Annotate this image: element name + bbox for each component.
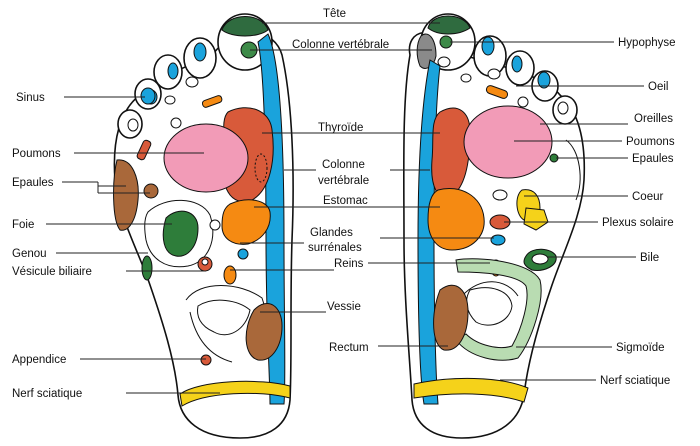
label-epaules-left: Epaules (12, 177, 54, 189)
left-lungs (163, 123, 249, 193)
label-tete: Tête (323, 8, 346, 20)
right-intestine-2 (461, 281, 519, 297)
right-toe-oval-b (460, 73, 472, 83)
label-vessie: Vessie (327, 301, 361, 313)
label-oreilles: Oreilles (634, 113, 673, 125)
label-appendice: Appendice (12, 354, 66, 366)
label-sigmoide: Sigmoïde (616, 342, 665, 354)
label-vesicule: Vésicule biliaire (12, 266, 92, 278)
left-red-bar (136, 139, 152, 161)
left-sciatic (179, 380, 291, 407)
right-shoulder-outline (565, 139, 581, 201)
label-reins: Reins (334, 258, 364, 270)
label-glandes-a: Glandes (310, 227, 353, 239)
left-sinus-2 (167, 62, 179, 80)
right-head-zone (427, 15, 471, 35)
left-stomach (221, 199, 271, 245)
label-hypophyse: Hypophyse (618, 37, 676, 49)
label-nerf-right: Nerf sciatique (600, 375, 670, 387)
label-rectum: Rectum (329, 342, 369, 354)
left-head-zone (221, 16, 269, 37)
right-foot (402, 13, 586, 439)
label-plexus: Plexus solaire (602, 217, 674, 229)
left-eye-bar (201, 95, 223, 108)
right-plexus (523, 207, 549, 231)
label-glandes-b: surrénales (308, 242, 362, 254)
label-oeil: Oeil (648, 81, 668, 93)
left-knee (141, 255, 153, 281)
left-liver-dot (209, 219, 221, 231)
left-intestine-3 (189, 311, 233, 363)
left-gallbladder-inner (201, 258, 209, 266)
right-oval-a (437, 56, 451, 68)
right-small-oval (517, 96, 529, 108)
label-colonne-1: Colonne vertébrale (292, 39, 389, 51)
left-shoulder-zone (113, 159, 139, 231)
left-intestine-2 (197, 299, 251, 336)
left-thyroid-dotted (254, 153, 268, 183)
right-eye-3 (537, 71, 551, 89)
label-bile: Bile (640, 252, 659, 264)
right-eye-2 (511, 55, 523, 73)
label-poumons-right: Poumons (626, 136, 675, 148)
right-bile-inner (531, 253, 549, 265)
right-adrenal (490, 234, 506, 246)
right-heart-small (492, 189, 508, 201)
labels: Sinus Poumons Epaules Foie Genou Vésicul… (12, 8, 676, 400)
left-sinus-4 (127, 118, 139, 132)
leader-lines (46, 22, 644, 394)
label-poumons-left: Poumons (12, 148, 61, 160)
right-eye-4 (557, 101, 569, 115)
left-shoulder-dot (143, 183, 159, 199)
right-ear-bar (485, 85, 509, 99)
left-small-oval (170, 117, 182, 129)
left-liver (162, 210, 199, 257)
label-colonne-2a: Colonne (322, 159, 365, 171)
left-appendix (200, 354, 212, 366)
right-toe-oval-a (487, 68, 501, 80)
label-epaules-right: Epaules (632, 153, 674, 165)
label-sinus: Sinus (16, 92, 45, 104)
right-sciatic (413, 377, 529, 403)
label-thyroide: Thyroïde (318, 122, 363, 134)
left-toe-oval-b (164, 95, 176, 105)
label-nerf-left: Nerf sciatique (12, 388, 82, 400)
left-adrenal-dot (237, 248, 249, 260)
right-rectum (433, 284, 469, 351)
label-estomac: Estomac (323, 195, 368, 207)
label-colonne-2b: vertébrale (318, 175, 369, 187)
left-foot (113, 13, 294, 439)
left-kidney (223, 265, 237, 285)
right-eye-1 (481, 36, 495, 56)
label-foie: Foie (12, 219, 34, 231)
left-sinus-1 (193, 42, 207, 62)
label-genou: Genou (12, 248, 47, 260)
label-coeur: Coeur (632, 191, 663, 203)
right-stomach (427, 188, 485, 251)
left-sinus-5 (140, 87, 156, 105)
right-lungs (463, 105, 553, 179)
left-toe-oval-a (185, 76, 199, 88)
left-bladder (245, 303, 283, 361)
